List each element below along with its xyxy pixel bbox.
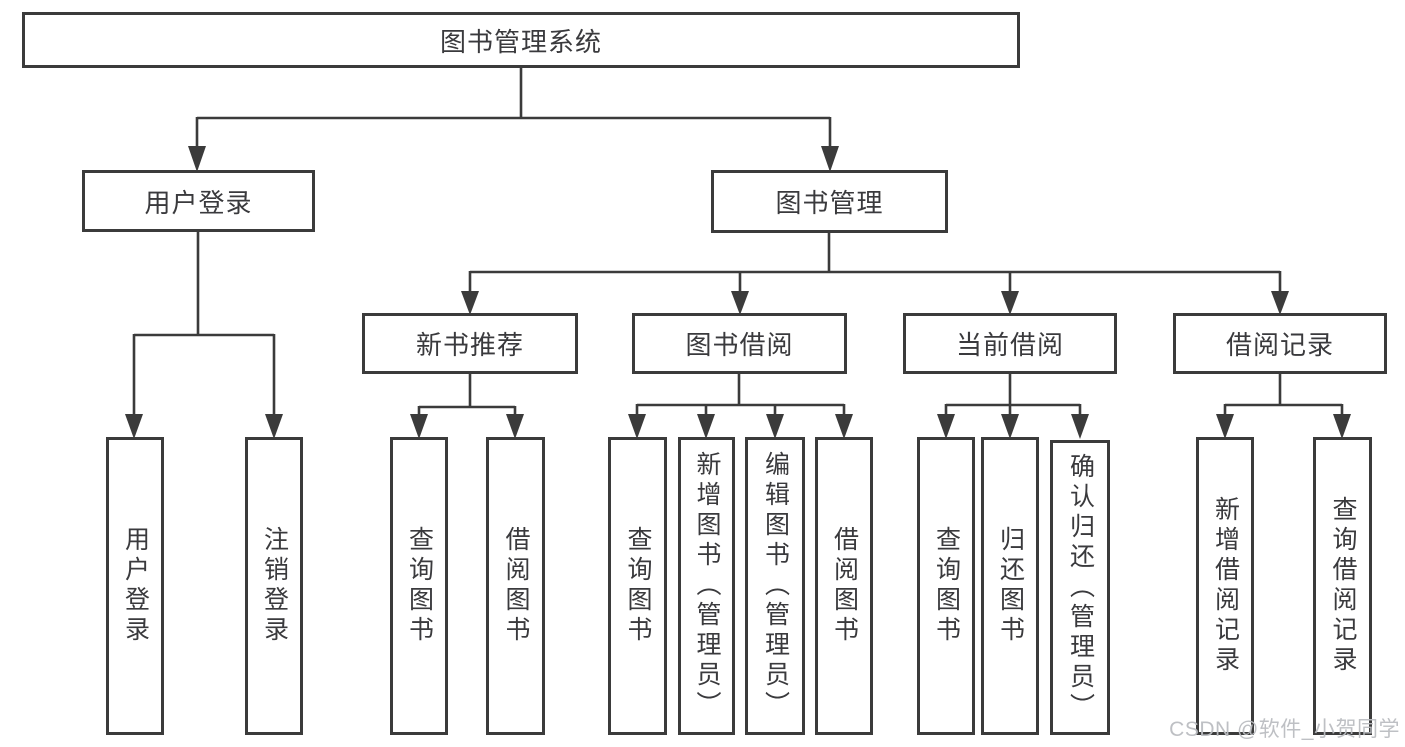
node-root: 图书管理系统: [22, 12, 1020, 68]
node-current-borrowing-label: 当前借阅: [955, 330, 1064, 360]
csdn-watermark: CSDN @软件_小贺同学: [1169, 718, 1400, 741]
node-user-login: 用户登录: [82, 170, 315, 232]
leaf-query-book-recommend: 查询图书: [390, 437, 448, 735]
leaf-return-book: 归还图书: [981, 437, 1039, 735]
leaf-query-borrow-record: 查询借阅记录: [1313, 437, 1372, 735]
node-root-label: 图书管理系统: [439, 26, 602, 57]
node-new-book-recommend: 新书推荐: [362, 313, 578, 374]
node-book-management: 图书管理: [711, 170, 948, 233]
node-borrow-records: 借阅记录: [1173, 313, 1387, 374]
leaf-confirm-return-admin: 确认归还（管理员）: [1050, 440, 1110, 735]
node-book-management-label: 图书管理: [775, 188, 884, 218]
leaf-query-book-current: 查询图书: [917, 437, 975, 735]
node-user-login-label: 用户登录: [144, 187, 253, 218]
node-borrow-records-label: 借阅记录: [1225, 330, 1334, 360]
node-new-book-recommend-label: 新书推荐: [415, 330, 524, 360]
leaf-query-book-borrow: 查询图书: [608, 437, 667, 735]
node-book-borrowing: 图书借阅: [632, 313, 847, 374]
leaf-add-book-admin: 新增图书（管理员）: [678, 437, 735, 735]
node-current-borrowing: 当前借阅: [903, 313, 1117, 374]
leaf-user-login: 用户登录: [106, 437, 164, 735]
leaf-borrow-book: 借阅图书: [815, 437, 873, 735]
node-book-borrowing-label: 图书借阅: [685, 330, 794, 360]
leaf-edit-book-admin: 编辑图书（管理员）: [745, 437, 805, 735]
leaf-add-borrow-record: 新增借阅记录: [1196, 437, 1254, 735]
leaf-borrow-book-recommend: 借阅图书: [486, 437, 545, 735]
leaf-logout: 注销登录: [245, 437, 303, 735]
